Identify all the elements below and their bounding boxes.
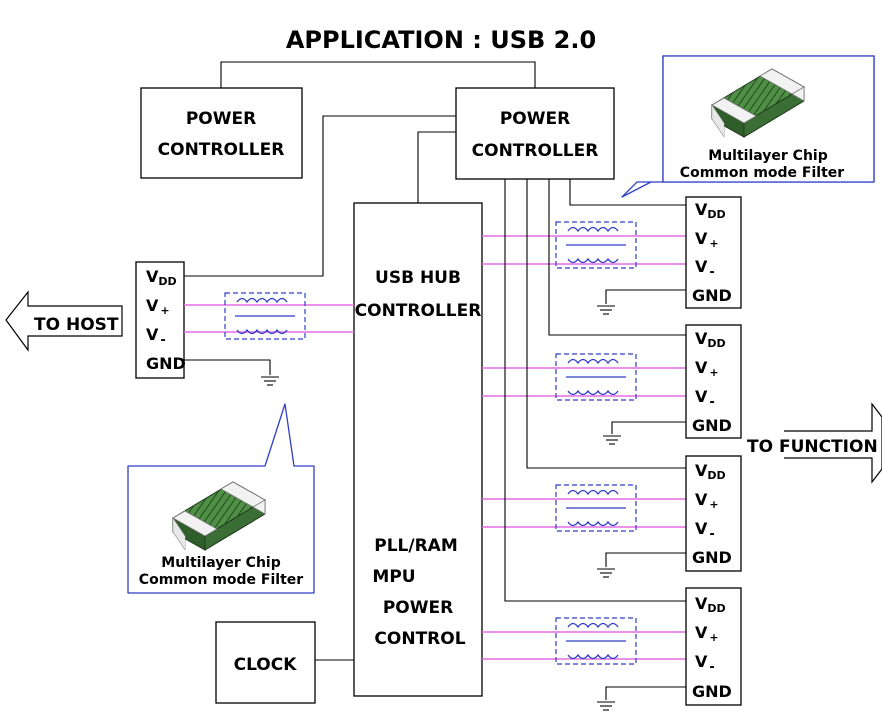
svg-text:VDD: VDD: [146, 267, 177, 288]
to-function-label: TO FUNCTION: [747, 437, 878, 457]
diagram-title: APPLICATION : USB 2.0: [286, 26, 596, 54]
svg-text:V+: V+: [695, 358, 719, 379]
callout-top-line2: Common mode Filter: [680, 165, 844, 181]
svg-text:V+: V+: [146, 296, 170, 317]
host-vplus-label: V: [146, 296, 159, 315]
filter-callout-bottom: Multilayer Chip Common mode Filter: [127, 403, 315, 594]
filter-callout-top: Multilayer Chip Common mode Filter: [621, 55, 875, 198]
usb-hub-label-2: CONTROLLER: [355, 301, 482, 321]
usb-hub-label-1: USB HUB: [375, 268, 461, 288]
power-controller-left-label-1: POWER: [186, 109, 256, 129]
svg-text:V-: V-: [695, 257, 715, 280]
port4-vplus-label: V: [695, 623, 708, 642]
port3-vdd-label: V: [695, 461, 708, 480]
port1-vplus-label: V: [695, 229, 708, 248]
host-gnd-label: GND: [146, 354, 186, 373]
pll-label-3: POWER: [383, 598, 453, 618]
port1-gnd-label: GND: [692, 286, 732, 305]
power-controller-right: POWER CONTROLLER: [455, 87, 615, 180]
svg-text:V-: V-: [695, 387, 715, 410]
power-controller-right-label-1: POWER: [500, 109, 570, 129]
to-host-label: TO HOST: [34, 315, 119, 335]
svg-text:V+: V+: [695, 229, 719, 250]
to-host-arrow: TO HOST: [5, 290, 123, 352]
host-gnd-wire: [184, 359, 271, 375]
svg-text:V+: V+: [695, 623, 719, 644]
host-vdd-label: V: [146, 267, 159, 286]
power-link-wire: [220, 61, 536, 88]
pll-label-2: MPU: [372, 567, 415, 587]
port2-vminus-label: V: [695, 387, 708, 406]
power-controller-left: POWER CONTROLLER: [140, 87, 303, 179]
callout-top-line1: Multilayer Chip: [708, 148, 827, 164]
downstream-port-2: VDD V+ V- GND: [482, 179, 742, 445]
port3-vminus-label: V: [695, 519, 708, 538]
downstream-port-4: VDD V+ V- GND: [482, 179, 742, 711]
port3-vplus-label: V: [695, 490, 708, 509]
port3-gnd-label: GND: [692, 548, 732, 567]
svg-text:VDD: VDD: [695, 200, 726, 221]
port2-vplus-label: V: [695, 358, 708, 377]
port2-vdd-label: V: [695, 329, 708, 348]
svg-text:VDD: VDD: [695, 461, 726, 482]
clock-block: CLOCK: [215, 621, 354, 704]
power-controller-left-label-2: CONTROLLER: [158, 140, 285, 160]
hub-power-wire: [417, 131, 456, 203]
port2-gnd-label: GND: [692, 416, 732, 435]
host-vdd-wire: [183, 115, 456, 277]
callout-bottom-line2: Common mode Filter: [139, 572, 303, 588]
port4-vdd-label: V: [695, 594, 708, 613]
host-connector: VDD V+ V- GND: [135, 261, 186, 379]
clock-label: CLOCK: [234, 655, 298, 675]
svg-text:V-: V-: [146, 325, 166, 348]
pll-label-1: PLL/RAM: [374, 536, 458, 556]
port1-vminus-label: V: [695, 257, 708, 276]
port4-gnd-label: GND: [692, 682, 732, 701]
port1-vdd-label: V: [695, 200, 708, 219]
host-vminus-label: V: [146, 325, 159, 344]
pll-label-4: CONTROL: [374, 629, 465, 649]
svg-text:VDD: VDD: [695, 594, 726, 615]
power-controller-right-label-2: CONTROLLER: [472, 141, 599, 161]
callout-bottom-line1: Multilayer Chip: [161, 555, 280, 571]
svg-text:V-: V-: [695, 519, 715, 542]
to-function-arrow: TO FUNCTION: [747, 402, 882, 484]
svg-text:V-: V-: [695, 652, 715, 675]
downstream-port-3: VDD V+ V- GND: [482, 179, 742, 578]
downstream-port-1: VDD V+ V- GND: [482, 179, 742, 315]
usb-hub-controller-block: USB HUB CONTROLLER PLL/RAM MPU POWER CON…: [353, 202, 483, 697]
port4-vminus-label: V: [695, 652, 708, 671]
svg-text:V+: V+: [695, 490, 719, 511]
svg-text:VDD: VDD: [695, 329, 726, 350]
